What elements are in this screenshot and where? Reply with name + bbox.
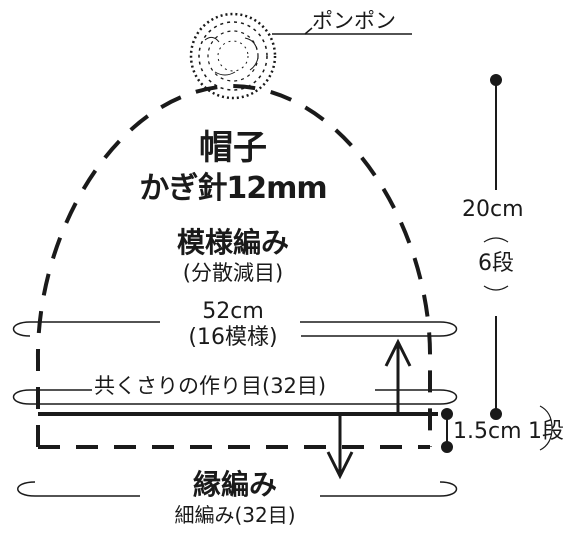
edge-label: 縁編み [192, 468, 277, 501]
edge-note: 細編み(32目) [174, 503, 296, 527]
width-value: 52cm [202, 299, 264, 324]
foundation-dimension [12, 389, 458, 405]
pompom-label: ポンポン [312, 9, 396, 33]
tool-label: かぎ針12mm [139, 171, 327, 206]
width-note: (16模様) [165, 325, 301, 351]
height-dimension [441, 74, 502, 453]
title: 帽子 [199, 128, 267, 168]
foundation-chain-label: 共くさりの作り目(32目) [92, 374, 329, 399]
height-edge-rows: 1段 [528, 419, 564, 444]
row-brackets [483, 237, 553, 451]
pattern-note: (分散減目) [182, 261, 284, 285]
height-edge-value: 1.5cm [453, 419, 522, 444]
direction-down-arrow [326, 414, 354, 480]
edge-dimension [17, 481, 458, 497]
height-main-value: 20cm [462, 197, 524, 222]
hat-outline [35, 83, 433, 447]
pompom [189, 12, 277, 100]
pattern-label: 模様編み [176, 226, 289, 259]
direction-up-arrow [384, 338, 412, 414]
pompom-leader-line [272, 27, 313, 35]
width-dimension [12, 321, 458, 337]
height-main-rows: 6段 [478, 251, 514, 276]
